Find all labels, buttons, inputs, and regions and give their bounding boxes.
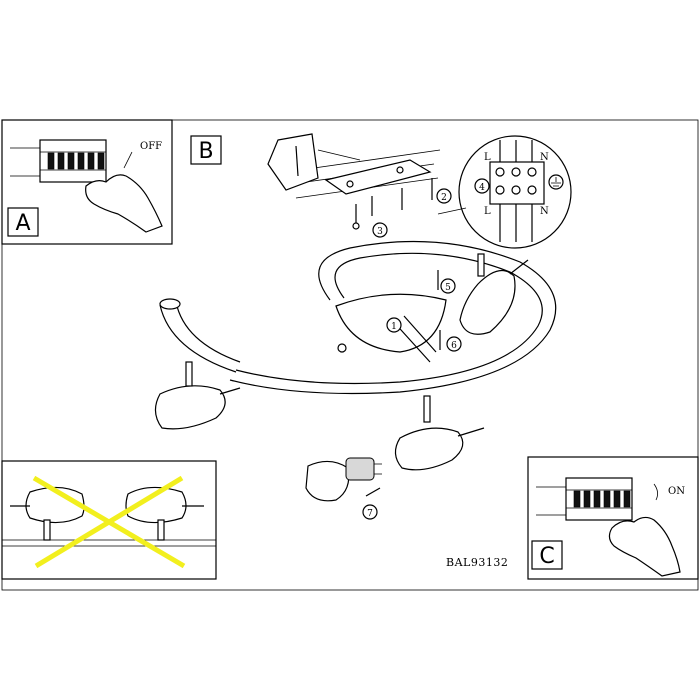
panel-c: C ON [527,456,699,580]
panel-a-label-box [7,207,39,237]
svg-text:7: 7 [367,509,373,519]
terminal-top-label-l: L [484,152,491,163]
step-marker-5: 5 [437,270,456,294]
step-marker-6: 6 [439,330,462,352]
terminal-block-callout: L N L N 4 [437,135,572,249]
wall-plug-callout [267,133,361,191]
panel-b-label: B [198,139,213,164]
panel-c-label-box [531,540,563,570]
panel-b-label-box [190,135,222,165]
hand-icon [608,516,681,577]
outer-frame [1,119,699,591]
breaker-off-icon [39,139,107,183]
model-code: BAL93132 [446,556,508,569]
svg-text:5: 5 [445,283,451,293]
wrong-mount-lamp-left [10,486,85,541]
rotate-arrow-icon [653,483,658,501]
ground-icon [548,174,564,190]
bulb-icon [305,457,382,502]
rotate-arrow-icon [123,151,133,169]
spot-lamp-bottom [394,395,485,471]
screw-icon [337,343,347,353]
terminal-bottom-label-n: N [540,206,549,217]
terminal-bottom-label-l: L [484,206,491,217]
wrong-mount-lamp-right [125,486,204,541]
step-marker-4: 4 [479,183,485,193]
step-marker-7: 7 [362,487,381,520]
breaker-on-icon [565,477,633,521]
svg-text:2: 2 [441,193,447,203]
step-marker-1: 1 [386,317,402,333]
svg-text:1: 1 [391,322,397,332]
panel-c-switch-text: ON [668,486,685,497]
lamp-ring [159,240,557,395]
terminal-top-label-n: N [540,152,549,163]
panel-a-label: A [15,211,30,236]
svg-text:3: 3 [377,227,383,237]
ceiling-bracket [291,149,441,199]
hand-icon [85,174,163,233]
spot-lamp-right [459,253,529,335]
panel-c-label: C [539,544,554,569]
svg-text:6: 6 [451,341,457,351]
step-marker-2: 2 [431,178,452,204]
warning-panel [1,460,217,580]
panel-a: A OFF [1,119,173,245]
screw-icon [355,188,403,226]
step-marker-3: 3 [372,222,388,238]
panel-a-switch-text: OFF [140,141,162,152]
warning-cross-icon [32,475,186,569]
spot-lamp-left [154,361,241,430]
